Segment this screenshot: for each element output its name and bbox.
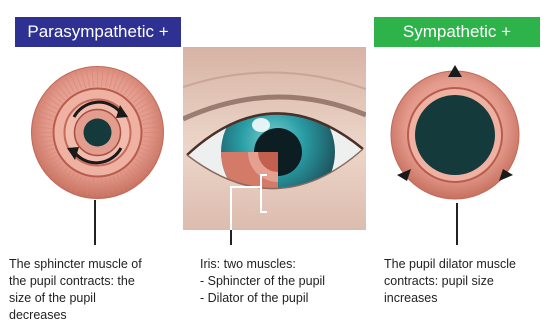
caption-line: decreases bbox=[9, 307, 142, 324]
caption-line: - Dilator of the pupil bbox=[200, 290, 325, 307]
iris-caption: Iris: two muscles: - Sphincter of the pu… bbox=[200, 256, 325, 307]
caption-line: The sphincter muscle of bbox=[9, 256, 142, 273]
sympathetic-caption: The pupil dilator muscle contracts: pupi… bbox=[384, 256, 516, 307]
left-leader-line bbox=[94, 200, 96, 245]
caption-line: Iris: two muscles: bbox=[200, 256, 325, 273]
caption-line: increases bbox=[384, 290, 516, 307]
eye-iris-illustration bbox=[183, 47, 366, 230]
caption-line: The pupil dilator muscle bbox=[384, 256, 516, 273]
caption-line: - Sphincter of the pupil bbox=[200, 273, 325, 290]
caption-line: size of the pupil bbox=[9, 290, 142, 307]
caption-line: contracts: pupil size bbox=[384, 273, 516, 290]
dilated-pupil-illustration bbox=[385, 63, 525, 203]
constricted-pupil-illustration bbox=[30, 65, 165, 200]
right-leader-line bbox=[456, 203, 458, 245]
sympathetic-badge: Sympathetic + bbox=[374, 17, 540, 47]
caption-line: the pupil contracts: the bbox=[9, 273, 142, 290]
center-leader-line bbox=[230, 230, 232, 245]
parasympathetic-badge: Parasympathetic + bbox=[15, 17, 181, 47]
parasympathetic-caption: The sphincter muscle of the pupil contra… bbox=[9, 256, 142, 324]
